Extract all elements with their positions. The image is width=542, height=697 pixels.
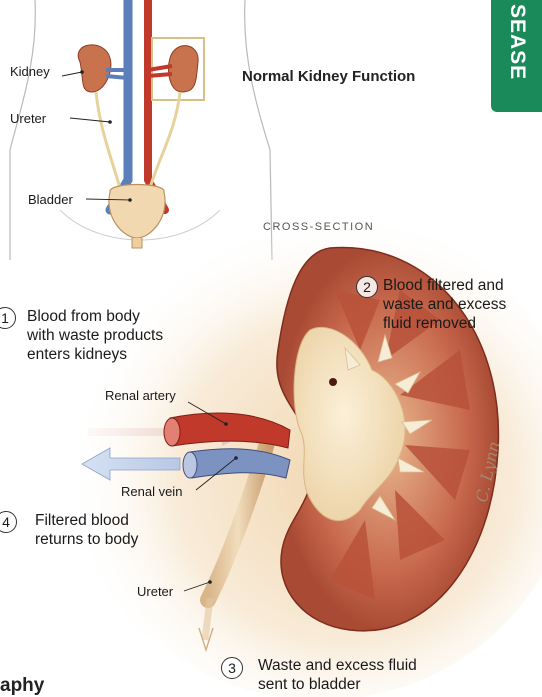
step-3-text: Waste and excess fluid sent to bladder bbox=[258, 656, 417, 694]
step-3-line-1: Waste and excess fluid bbox=[258, 656, 417, 675]
step-2-line-3: fluid removed bbox=[383, 314, 506, 333]
cross-section-ureter-label: Ureter bbox=[137, 584, 173, 600]
step-1-text: Blood from body with waste products ente… bbox=[27, 307, 163, 364]
step-2-line-2: waste and excess bbox=[383, 295, 506, 314]
step-4-text: Filtered blood returns to body bbox=[35, 511, 138, 549]
step-2-number: 2 bbox=[356, 276, 378, 298]
bladder-label: Bladder bbox=[28, 192, 73, 208]
step-4-line-2: returns to body bbox=[35, 530, 138, 549]
footer-partial-heading: aphy bbox=[0, 675, 44, 697]
body-figure bbox=[10, 0, 272, 260]
step-1-line-2: with waste products bbox=[27, 326, 163, 345]
step-2-line-1: Blood filtered and bbox=[383, 276, 506, 295]
step-1-line-3: enters kidneys bbox=[27, 345, 163, 364]
diagram-title: Normal Kidney Function bbox=[242, 68, 415, 85]
step-4-line-1: Filtered blood bbox=[35, 511, 138, 530]
step-3-number: 3 bbox=[221, 657, 243, 679]
renal-vein-label: Renal vein bbox=[121, 484, 182, 500]
ureter-label: Ureter bbox=[10, 111, 46, 127]
step-1-line-1: Blood from body bbox=[27, 307, 163, 326]
renal-artery-label: Renal artery bbox=[105, 388, 176, 404]
kidney-label: Kidney bbox=[10, 64, 50, 80]
cross-section-label: CROSS-SECTION bbox=[263, 221, 374, 233]
step-3-line-2: sent to bladder bbox=[258, 675, 417, 694]
step-2-text: Blood filtered and waste and excess flui… bbox=[383, 276, 506, 333]
